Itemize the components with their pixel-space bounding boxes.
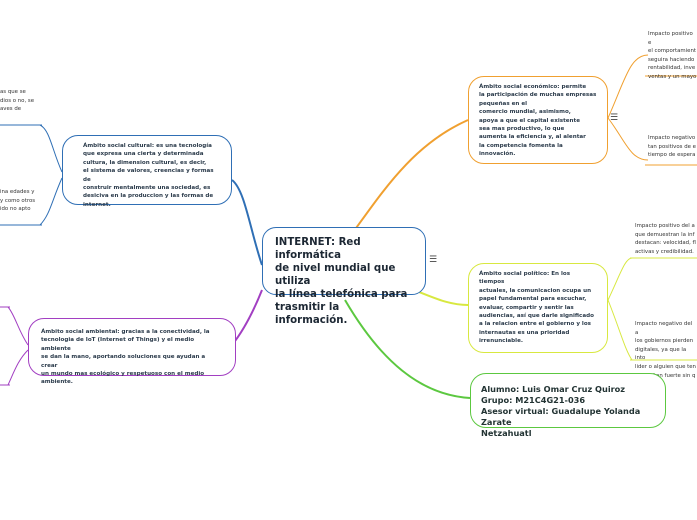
leaf-cult-bottom: ina edades y y como otros ido no apto <box>0 189 36 213</box>
leaf-econ-positive: Impacto positivo e el comportamient segu… <box>648 31 697 80</box>
leaf-pol-positive: Impacto positivo del a que demuestran la… <box>635 223 696 255</box>
connector-autor <box>344 299 471 399</box>
leaf-cult-top: as que se dios o no, se aves de <box>0 89 35 113</box>
author-info[interactable]: Alumno: Luis Omar Cruz Quiroz Grupo: M21… <box>470 373 666 438</box>
central-topic[interactable]: INTERNET: Red informática de nivel mundi… <box>262 227 426 326</box>
branch-ambiental[interactable]: Ámbito social ambiental: gracias a la co… <box>28 318 236 385</box>
connector-amb-side2 <box>7 349 29 386</box>
branch-cultural[interactable]: Ámbito social cultural: es una tecnologí… <box>62 135 232 208</box>
connector-econ-pos <box>607 54 649 119</box>
connector-econ-neg <box>607 117 649 161</box>
connector-ambiental <box>231 289 263 346</box>
connector-cultural <box>231 179 263 266</box>
menu-icon[interactable]: ☰ <box>610 113 619 123</box>
connector-cult-top <box>39 124 63 173</box>
connector-pol-neg <box>607 299 633 361</box>
branch-economico[interactable]: Ámbito social económico: permite la part… <box>468 76 608 164</box>
connector-pol-pos <box>607 257 633 301</box>
leaf-econ-negative: Impacto negativo tan positivos de e tiem… <box>648 135 696 159</box>
connector-amb-side <box>7 306 29 346</box>
menu-icon[interactable]: ☰ <box>429 255 438 265</box>
branch-politico[interactable]: Ámbito social político: En los tiempos a… <box>468 263 608 353</box>
leaf-pol-negative: Impacto negativo del a los gobiernos pie… <box>635 321 696 379</box>
connector-cult-bottom <box>39 177 63 226</box>
